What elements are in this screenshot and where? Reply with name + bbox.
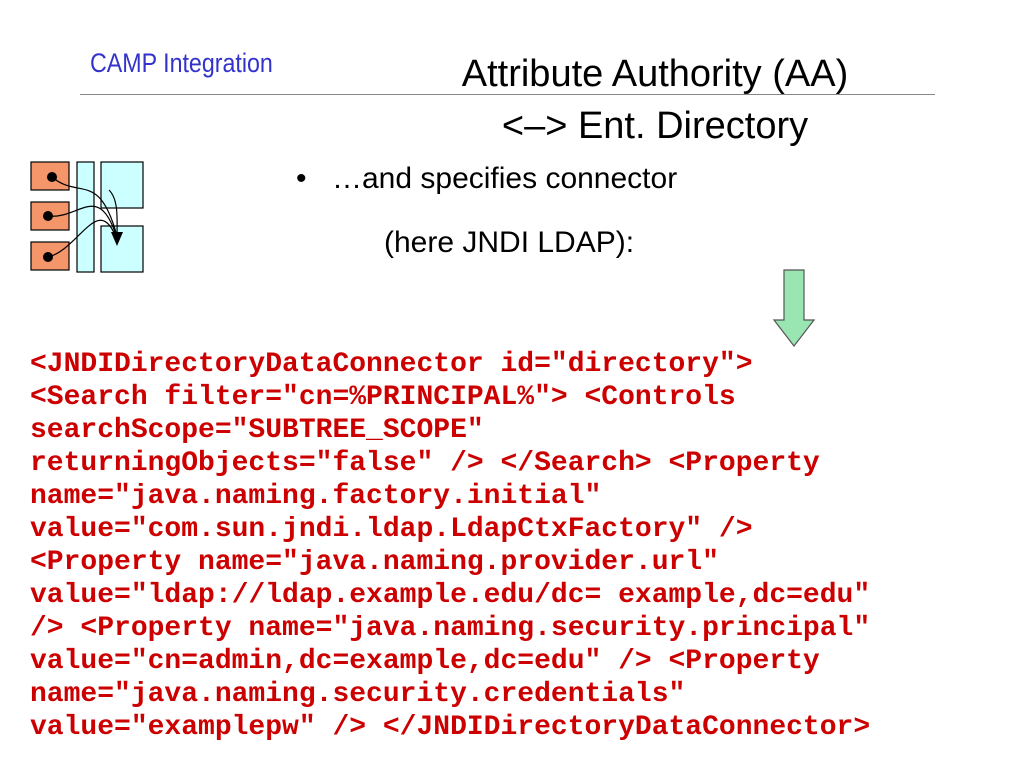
code-line: name="java.naming.factory.initial" [30, 481, 602, 512]
code-line: <Property name="java.naming.provider.url… [30, 547, 719, 578]
slide-title-line1: Attribute Authority (AA) [461, 53, 849, 95]
slide-title: Attribute Authority (AA) <–> Ent. Direct… [340, 48, 970, 152]
bullet-text-line1: …and specifies connector [332, 162, 678, 195]
code-line: value="ldap://ldap.example.edu/dc= examp… [30, 580, 871, 611]
code-line: value="cn=admin,dc=example,dc=edu" /> <P… [30, 646, 820, 677]
code-line: value="com.sun.jndi.ldap.LdapCtxFactory"… [30, 514, 753, 545]
bullet-item: • …and specifies connector [296, 162, 677, 196]
code-block: <JNDIDirectoryDataConnector id="director… [30, 348, 1022, 744]
down-arrow-icon [772, 269, 816, 347]
bullet-text-line2: (here JNDI LDAP): [384, 226, 635, 259]
section-label: CAMP Integration [90, 48, 273, 78]
slide-title-line2: <–> Ent. Directory [501, 105, 809, 147]
code-line: <JNDIDirectoryDataConnector id="director… [30, 349, 753, 380]
code-line: /> <Property name="java.naming.security.… [30, 613, 871, 644]
bullet-marker: • [296, 162, 307, 195]
code-line: value="examplepw" /> </JNDIDirectoryData… [30, 712, 871, 743]
header-divider [80, 94, 935, 95]
code-line: returningObjects="false" /> </Search> <P… [30, 448, 820, 479]
code-line: name="java.naming.security.credentials" [30, 679, 686, 710]
connector-diagram-icon [30, 161, 144, 273]
code-line: searchScope="SUBTREE_SCOPE" [30, 415, 484, 446]
code-line: <Search filter="cn=%PRINCIPAL%"> <Contro… [30, 382, 736, 413]
